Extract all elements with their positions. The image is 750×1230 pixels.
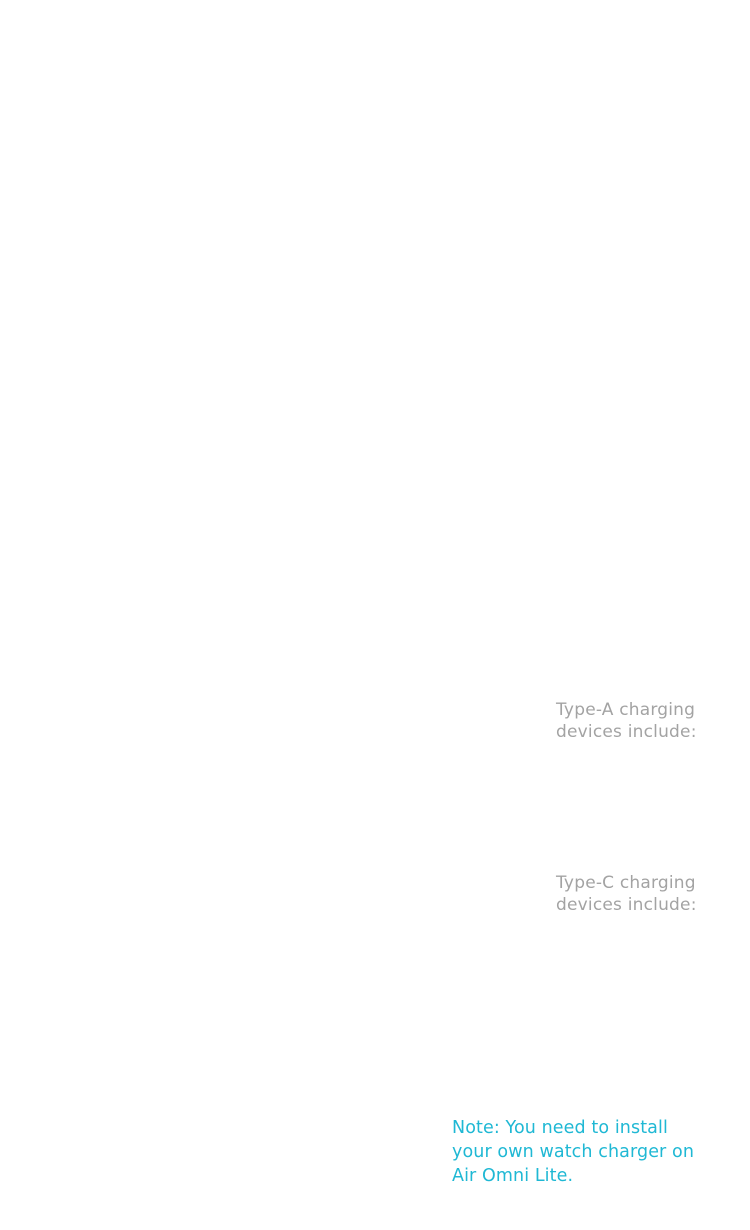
type-c-devices-label: Type-C charging devices include: xyxy=(556,872,746,916)
note-line-3: Air Omni Lite. xyxy=(452,1166,574,1186)
type-c-label-line-1: Type-C charging xyxy=(556,873,696,893)
note-line-1: Note: You need to install xyxy=(452,1118,668,1138)
type-a-label-line-2: devices include: xyxy=(556,722,697,742)
type-a-devices-label: Type-A charging devices include: xyxy=(556,699,746,743)
type-c-label-line-2: devices include: xyxy=(556,895,697,915)
watch-charger-note: Note: You need to install your own watch… xyxy=(452,1116,742,1188)
type-a-label-line-1: Type-A charging xyxy=(556,700,696,720)
note-line-2: your own watch charger on xyxy=(452,1142,695,1162)
